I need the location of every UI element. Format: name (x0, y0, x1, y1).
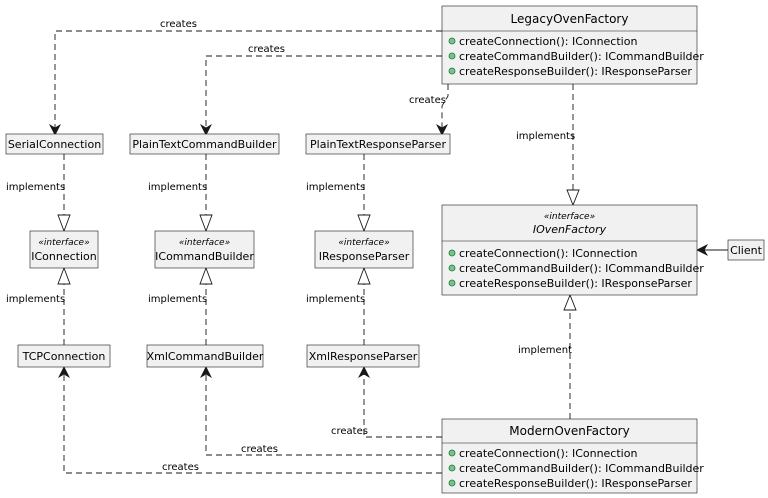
label-implement-modern: implement (518, 345, 572, 356)
ioven-factory-method-2: createCommandBuilder(): ICommandBuilder (459, 262, 704, 275)
label-implements-xmlresp: implements (306, 294, 365, 305)
class-plain-text-command-builder[interactable]: PlainTextCommandBuilder (129, 133, 280, 155)
method-visibility-icon (448, 249, 456, 257)
label-creates-tcp: creates (162, 462, 199, 473)
label-implements-serial: implements (6, 182, 65, 193)
ioven-factory-title: IOvenFactory (533, 223, 607, 236)
class-serial-connection[interactable]: SerialConnection (5, 133, 104, 155)
relation-plaincmd-implements-icommandbuilder: implements (148, 154, 213, 233)
relation-modern-creates-tcp: creates (58, 366, 442, 474)
relation-modern-creates-xmlcmd: creates (200, 366, 442, 456)
class-xml-command-builder[interactable]: XmlCommandBuilder (147, 344, 264, 368)
icommandbuilder-title: ICommandBuilder (155, 250, 254, 263)
relation-tcp-implements-iconnection: implements (6, 266, 71, 345)
method-visibility-icon (448, 279, 456, 287)
relation-legacy-creates-plainresp: creates (409, 84, 449, 136)
method-visibility-icon (448, 479, 456, 487)
plain-text-command-builder-title: PlainTextCommandBuilder (132, 138, 277, 151)
method-visibility-icon (448, 264, 456, 272)
label-creates-xmlresp: creates (331, 426, 368, 437)
legacy-method-3: createResponseBuilder(): IResponseParser (459, 65, 692, 78)
relation-legacy-creates-plaincmd: creates (200, 44, 442, 136)
class-xml-response-parser[interactable]: XmlResponseParser (306, 344, 420, 368)
class-plain-text-response-parser[interactable]: PlainTextResponseParser (305, 133, 451, 155)
label-implements-xmlcmd: implements (148, 294, 207, 305)
plain-text-response-parser-title: PlainTextResponseParser (310, 138, 446, 151)
method-visibility-icon (448, 449, 456, 457)
label-creates-xmlcmd: creates (241, 444, 278, 455)
relation-serial-implements-iconnection: implements (6, 154, 71, 233)
method-visibility-icon (448, 37, 456, 45)
modern-factory-title: ModernOvenFactory (509, 424, 629, 438)
modern-method-2: createCommandBuilder(): ICommandBuilder (459, 462, 704, 475)
label-implements-tcp: implements (6, 294, 65, 305)
interface-icommandbuilder[interactable]: «interface» ICommandBuilder (154, 230, 254, 269)
relation-xmlresp-implements-iresponseparser: implements (306, 266, 371, 345)
class-legacy-oven-factory[interactable]: LegacyOvenFactory createConnection(): IC… (441, 5, 704, 85)
label-creates-plaincmd: creates (248, 44, 285, 55)
ioven-factory-method-1: createConnection(): IConnection (459, 247, 637, 260)
tcp-connection-title: TCPConnection (22, 350, 106, 363)
ioven-factory-stereotype: «interface» (544, 212, 595, 222)
xml-response-parser-title: XmlResponseParser (309, 350, 418, 363)
ioven-factory-method-3: createResponseBuilder(): IResponseParser (459, 277, 692, 290)
relation-plainresp-implements-iresponseparser: implements (306, 154, 371, 233)
relation-legacy-implements-iovenfactory: implements (516, 84, 580, 207)
label-implements-legacy: implements (516, 131, 575, 142)
iresponseparser-stereotype: «interface» (338, 238, 389, 248)
interface-iresponseparser[interactable]: «interface» IResponseParser (314, 230, 414, 269)
relation-legacy-creates-serial: creates (49, 19, 442, 136)
method-visibility-icon (448, 67, 456, 75)
xml-command-builder-title: XmlCommandBuilder (147, 350, 264, 363)
serial-connection-title: SerialConnection (8, 138, 101, 151)
label-creates-serial: creates (160, 19, 197, 30)
class-client[interactable]: Client (727, 239, 765, 261)
method-visibility-icon (448, 464, 456, 472)
icommandbuilder-stereotype: «interface» (179, 238, 230, 248)
method-visibility-icon (448, 52, 456, 60)
relation-modern-implements-iovenfactory: implement (518, 293, 577, 419)
relation-modern-creates-xmlresp: creates (331, 366, 442, 438)
interface-ioven-factory[interactable]: «interface» IOvenFactory createConnectio… (441, 204, 704, 296)
label-implements-plaincmd: implements (148, 182, 207, 193)
iresponseparser-title: IResponseParser (319, 250, 410, 263)
iconnection-title: IConnection (31, 250, 97, 263)
legacy-method-1: createConnection(): IConnection (459, 35, 637, 48)
modern-method-1: createConnection(): IConnection (459, 447, 637, 460)
legacy-method-2: createCommandBuilder(): ICommandBuilder (459, 50, 704, 63)
relation-client-uses-iovenfactory (696, 244, 728, 256)
modern-method-3: createResponseBuilder(): IResponseParser (459, 477, 692, 490)
relation-xmlcmd-implements-icommandbuilder: implements (148, 266, 213, 345)
class-tcp-connection[interactable]: TCPConnection (17, 344, 111, 368)
label-implements-plainresp: implements (306, 182, 365, 193)
interface-iconnection[interactable]: «interface» IConnection (29, 230, 99, 269)
client-title: Client (730, 244, 763, 257)
class-modern-oven-factory[interactable]: ModernOvenFactory createConnection(): IC… (441, 418, 704, 494)
iconnection-stereotype: «interface» (38, 238, 89, 248)
legacy-factory-title: LegacyOvenFactory (511, 12, 629, 26)
label-creates-plainresp: creates (409, 95, 446, 106)
